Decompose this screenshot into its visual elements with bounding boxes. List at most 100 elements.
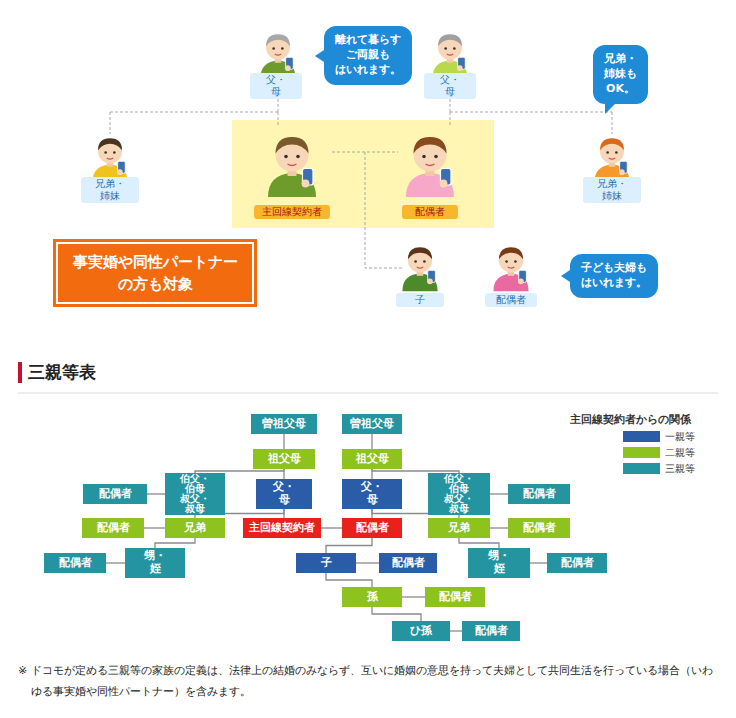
relation-box: 兄弟 — [165, 518, 225, 538]
node-text: 配偶者 — [561, 557, 594, 570]
relation-box: 曽祖父母 — [251, 414, 317, 434]
node-text: 子ども夫婦も はいれます。 — [581, 261, 647, 291]
relation-box: 配偶者 — [508, 518, 570, 538]
person-label: 兄弟・姉妹 — [583, 177, 641, 203]
relation-box: 曽祖父母 — [342, 414, 402, 434]
relation-box: 父・母 — [256, 479, 312, 509]
node-text: 主回線契約者 — [262, 206, 322, 218]
relation-line — [106, 562, 125, 563]
relation-line — [450, 630, 462, 631]
node-text: 曽祖父母 — [350, 418, 394, 431]
heading-rule — [18, 393, 718, 394]
relation-line — [326, 573, 372, 587]
node-text: 配偶者 — [496, 294, 526, 306]
relation-box: 祖父母 — [342, 449, 402, 469]
node-text: 子 — [415, 294, 425, 306]
relation-line — [147, 493, 165, 494]
relation-line — [326, 538, 372, 553]
node-text: 甥・姪 — [488, 550, 510, 575]
node-text: 兄弟 — [448, 522, 470, 535]
node-text: 甥・姪 — [144, 550, 166, 575]
relation-line — [356, 562, 379, 563]
relation-line — [530, 562, 547, 563]
relation-box: 甥・姪 — [125, 548, 185, 578]
speech-bubble: 子ども夫婦も はいれます。 — [570, 254, 658, 298]
spouse-label: 配偶者 — [402, 205, 458, 219]
relation-box: 配偶者 — [83, 484, 147, 504]
relation-box: 祖父母 — [253, 449, 315, 469]
node-text: 祖父母 — [356, 453, 389, 466]
relation-box: 伯父・伯母 叔父・叔母 — [165, 473, 225, 515]
contractor-figure — [268, 137, 316, 197]
relation-box: ひ孫 — [392, 621, 450, 641]
node-text: 配偶者 — [523, 488, 556, 501]
node-text: 配偶者 — [523, 522, 556, 535]
parent-figure — [261, 34, 296, 78]
node-text: 父・母 — [440, 74, 460, 98]
node-text: 配偶者 — [59, 557, 92, 570]
relation-line — [372, 607, 421, 621]
relation-box: 配偶者 — [342, 518, 402, 538]
relation-box: 父・母 — [342, 479, 402, 509]
footnote: ※ ドコモが定める三親等の家族の定義は、法律上の結婚のみならず、互いに婚姻の意思… — [18, 661, 723, 703]
relation-line — [144, 527, 165, 528]
spouse-figure — [406, 137, 454, 197]
relation-line — [155, 538, 195, 548]
relation-line — [283, 434, 284, 449]
dashed-line — [332, 152, 402, 268]
dashed-line — [450, 94, 612, 134]
speech-bubble: 離れて暮らす ご両親も はいれます。 — [324, 26, 412, 85]
child-figure — [402, 247, 437, 291]
dashed-line — [110, 94, 278, 134]
legend-swatch — [623, 431, 660, 442]
couple-band — [232, 120, 494, 228]
relation-box: 配偶者 — [44, 553, 106, 573]
child-spouse-figure — [493, 247, 528, 291]
parent-figure — [433, 34, 468, 78]
node-text: ひ孫 — [410, 625, 432, 638]
person-label: 子 — [396, 293, 444, 307]
relation-box: 子 — [296, 553, 356, 573]
node-text: 配偶者 — [439, 591, 472, 604]
legend-text: 一親等 — [665, 430, 695, 444]
sibling-figure — [595, 138, 630, 182]
node-text: 伯父・伯母 叔父・叔母 — [444, 474, 474, 514]
relation-line — [459, 538, 499, 548]
node-text: 配偶者 — [392, 557, 425, 570]
relation-box: 配偶者 — [379, 553, 437, 573]
node-text: 事実婚や同性パートナー の方も対象 — [73, 251, 238, 296]
person-label: 父・母 — [424, 73, 476, 99]
speech-bubble: 兄弟・姉妹も OK。 — [593, 45, 648, 104]
node-text: 主回線契約者 — [249, 522, 315, 535]
node-text: 曽祖父母 — [262, 418, 306, 431]
relation-box: 配偶者 — [425, 587, 485, 607]
person-label: 兄弟・姉妹 — [81, 177, 139, 203]
node-text: 父・母 — [266, 74, 286, 98]
node-text: 配偶者 — [99, 488, 132, 501]
node-text: 兄弟・姉妹 — [95, 178, 125, 202]
node-text: 子 — [321, 557, 332, 570]
legend-title: 主回線契約者からの関係 — [570, 413, 691, 427]
node-text: 兄弟・姉妹も OK。 — [604, 52, 637, 97]
relation-box: 孫 — [342, 587, 402, 607]
node-text: 祖父母 — [268, 453, 301, 466]
legend-swatch — [623, 447, 660, 458]
person-label: 父・母 — [250, 73, 302, 99]
relation-box: 伯父・伯母 叔父・叔母 — [428, 473, 490, 515]
node-text: 伯父・伯母 叔父・叔母 — [180, 474, 210, 514]
node-text: 父・母 — [361, 481, 383, 506]
relation-line — [321, 527, 342, 528]
legend-swatch — [623, 463, 660, 474]
relation-line — [490, 493, 508, 494]
relation-box: 配偶者 — [82, 518, 144, 538]
contractor-box: 主回線契約者 — [243, 518, 321, 538]
person-label: 配偶者 — [485, 293, 537, 307]
legend-text: 三親等 — [665, 462, 695, 476]
relation-line — [371, 434, 372, 449]
heading: 三親等表 — [28, 361, 96, 384]
contractor-label: 主回線契約者 — [254, 205, 330, 219]
node-text: 配偶者 — [356, 522, 389, 535]
